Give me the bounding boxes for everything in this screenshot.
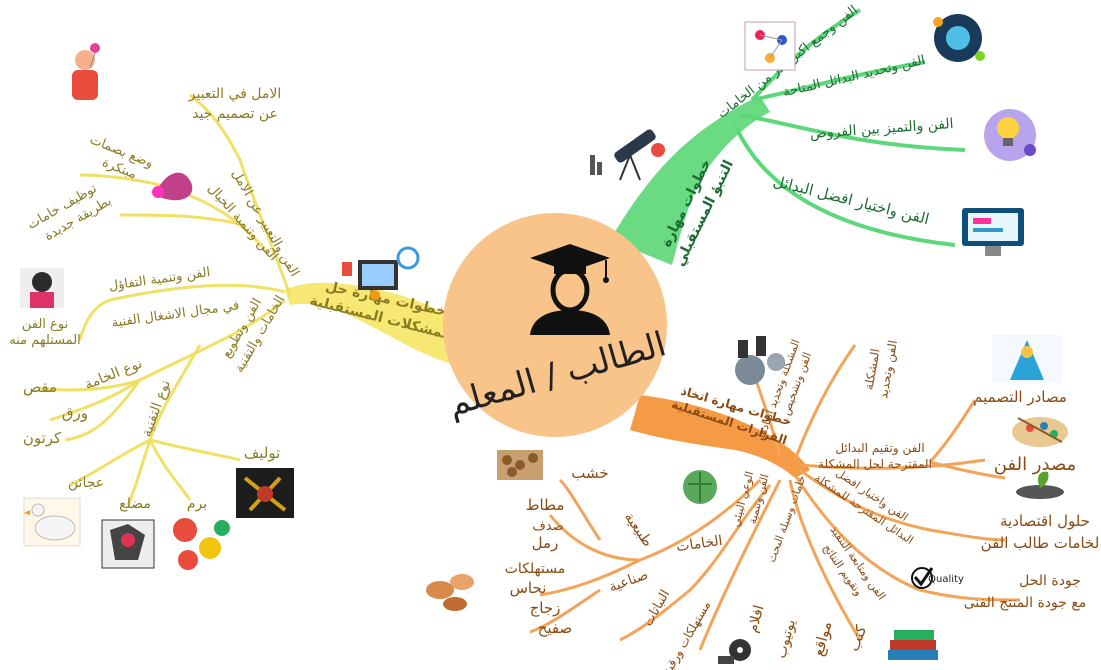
source-books: كتب [844, 622, 870, 654]
natural-shell: صدف [532, 519, 563, 534]
books-stack-icon [888, 630, 938, 660]
sense-line1: الفن وتحديد [876, 339, 901, 400]
polygon-art-icon [101, 519, 155, 569]
industrial-glass: زجاج [530, 599, 561, 618]
technique-polygon: مضلع [119, 496, 151, 512]
technique-type-label: نوع التقنية [139, 378, 174, 439]
decisions-connectors [529, 344, 1021, 651]
future-connectors [733, 8, 966, 247]
materials-label: الخامات [675, 533, 723, 555]
problems-branch-band [285, 282, 455, 365]
network-icon [744, 21, 796, 71]
future-item-3: الفن والتميز بين الفروض [809, 116, 954, 142]
future-item-4: الفن واختيار افضل البدائل [771, 172, 931, 228]
technique-quilling: برم [187, 496, 207, 512]
teamwork-gears-icon [342, 246, 420, 300]
future-item-2: الفن وتحديد البدائل المتاحة [782, 53, 927, 100]
problems-connectors [39, 93, 292, 506]
computer-screen-icon [962, 208, 1024, 256]
girl-portrait-icon [20, 268, 64, 308]
decisions-branch-band [630, 395, 810, 478]
telescope-icon [590, 129, 665, 181]
woman-painting-icon [152, 172, 193, 201]
natural-wood: خشب [571, 464, 608, 482]
quality-icon-text: Quality [928, 574, 964, 585]
film-reel-icon [718, 639, 751, 664]
source-youtube: يوتيوب [773, 618, 799, 661]
art-source: مصدر الفن [994, 454, 1076, 475]
lightbulb-gears-icon [984, 109, 1036, 161]
technique-dough: عجائن [68, 475, 104, 491]
artwork-collage-icon [236, 468, 294, 518]
material-paper: ورق [62, 404, 88, 422]
optimism-sub-label: في مجال الاشغال الفنية [111, 298, 241, 331]
hope-leaf-line1: الامل في التعبير [188, 86, 282, 102]
quality-line1: جودة الحل [1019, 573, 1081, 589]
material-scissors: مقص [23, 378, 57, 396]
copper-rolls-icon [426, 574, 474, 611]
industrial-copper: نحاس [510, 579, 547, 597]
alternatives-line1: الفن وتقيم البدائل [835, 441, 924, 456]
economic-solutions-line1: حلول اقتصادية [1000, 512, 1090, 530]
hand-plant-icon [1016, 471, 1064, 499]
future-branch-band [610, 96, 770, 265]
goose-icon [23, 497, 81, 547]
wood-logs-icon [497, 450, 543, 480]
team-gears-icon [735, 336, 785, 385]
quilling-flowers-icon [173, 518, 230, 570]
natural-label: طبيعية [621, 510, 656, 550]
optimism-leaf-line2: المستلهم منه [9, 333, 81, 348]
industrial-tin: صفيح [538, 619, 573, 637]
gear-idea-icon [933, 14, 985, 62]
creativity-book-icon [992, 335, 1062, 383]
industrial-waste: مستهلكات [505, 561, 565, 577]
source-websites: مواقع [809, 619, 835, 658]
graduate-student-icon [530, 244, 610, 335]
source-films: افلام [745, 604, 768, 635]
natural-sand: رمل [532, 534, 559, 552]
technique-collage: توليف [244, 444, 281, 462]
design-sources: مصادر التصميم [973, 388, 1067, 406]
hope-leaf-line2: عن تصميم جيد [192, 106, 278, 122]
alternatives-line2: المقترحة لحل المشكلة [818, 457, 932, 472]
material-cardboard: كرتون [23, 429, 62, 447]
quality-line2: مع جودة المنتج الفنى [964, 595, 1087, 611]
natural-rubber: مطاط [526, 496, 565, 514]
quality-check-icon: Quality [911, 567, 964, 589]
optimism-leaf-line1: نوع الفن [22, 317, 68, 332]
girl-balloons-icon [72, 43, 100, 100]
economic-solutions-line2: لخامات طالب الفن [981, 534, 1100, 552]
earth-recycle-icon [683, 470, 717, 504]
palette-icon [1012, 417, 1068, 447]
